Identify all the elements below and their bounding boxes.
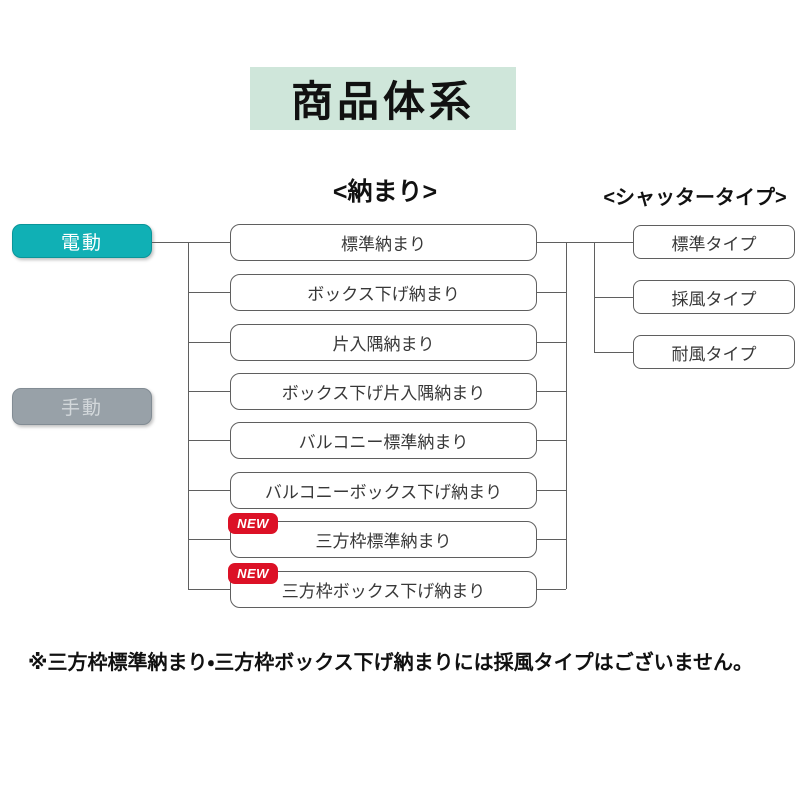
node-label: 片入隅納まり [332,335,435,354]
connector-line [537,440,566,441]
column-header-shutter-type: <シャッタータイプ> [603,187,787,209]
connector-line [537,589,566,590]
osamari-node-balcony-standard: バルコニー標準納まり [230,422,537,459]
connector-line [188,589,230,590]
osamari-node-box-lowered-corner: ボックス下げ片入隅納まり [230,373,537,410]
node-label: 耐風タイプ [671,344,757,364]
shutter-type-node-wind-resistant: 耐風タイプ [633,335,795,369]
shutter-type-node-standard: 標準タイプ [633,225,795,259]
new-badge: NEW [228,563,278,584]
connector-line [537,292,566,293]
connector-line [188,242,189,589]
new-badge: NEW [228,513,278,534]
connector-line [537,242,633,243]
node-label: 標準納まり [341,235,426,254]
connector-line [537,342,566,343]
osamari-node-three-side-frame-box-lowered: NEW 三方枠ボックス下げ納まり [228,563,537,608]
node-label: ボックス下げ納まり [307,285,460,304]
shutter-type-node-ventilation: 採風タイプ [633,280,795,314]
osamari-node-three-side-frame-standard: NEW 三方枠標準納まり [228,513,537,558]
connector-line [594,297,633,298]
footnote: ※三方枠標準納まり・三方枠ボックス下げ納まりには採風タイプはございません。 [28,652,754,674]
connector-line [188,292,230,293]
connector-line [594,352,633,353]
page-title: 商品体系 [250,67,516,130]
connector-line [537,490,566,491]
node-label: 採風タイプ [671,289,757,309]
node-label: ボックス下げ片入隅納まり [281,384,486,403]
connector-line [188,342,230,343]
node-label: バルコニーボックス下げ納まり [264,483,503,502]
connector-line [188,490,230,491]
node-label: バルコニー標準納まり [298,433,469,452]
connector-line [566,242,567,589]
connector-line [537,391,566,392]
node-label: 三方枠ボックス下げ納まり [281,582,486,601]
connector-line [188,391,230,392]
electric-drive-node: 電動 [12,224,152,258]
connector-line [537,539,566,540]
column-header-osamari: <納まり> [332,178,438,206]
osamari-node-corner: 片入隅納まり [230,324,537,361]
osamari-node-box-lowered: ボックス下げ納まり [230,274,537,311]
connector-line [188,539,230,540]
connector-line [152,242,230,243]
node-label: 三方枠標準納まり [315,532,452,551]
osamari-node-balcony-box-lowered: バルコニーボックス下げ納まり [230,472,537,509]
osamari-node-standard: 標準納まり [230,224,537,261]
manual-drive-node: 手動 [12,388,152,425]
connector-line [188,440,230,441]
node-label: 標準タイプ [671,234,757,254]
